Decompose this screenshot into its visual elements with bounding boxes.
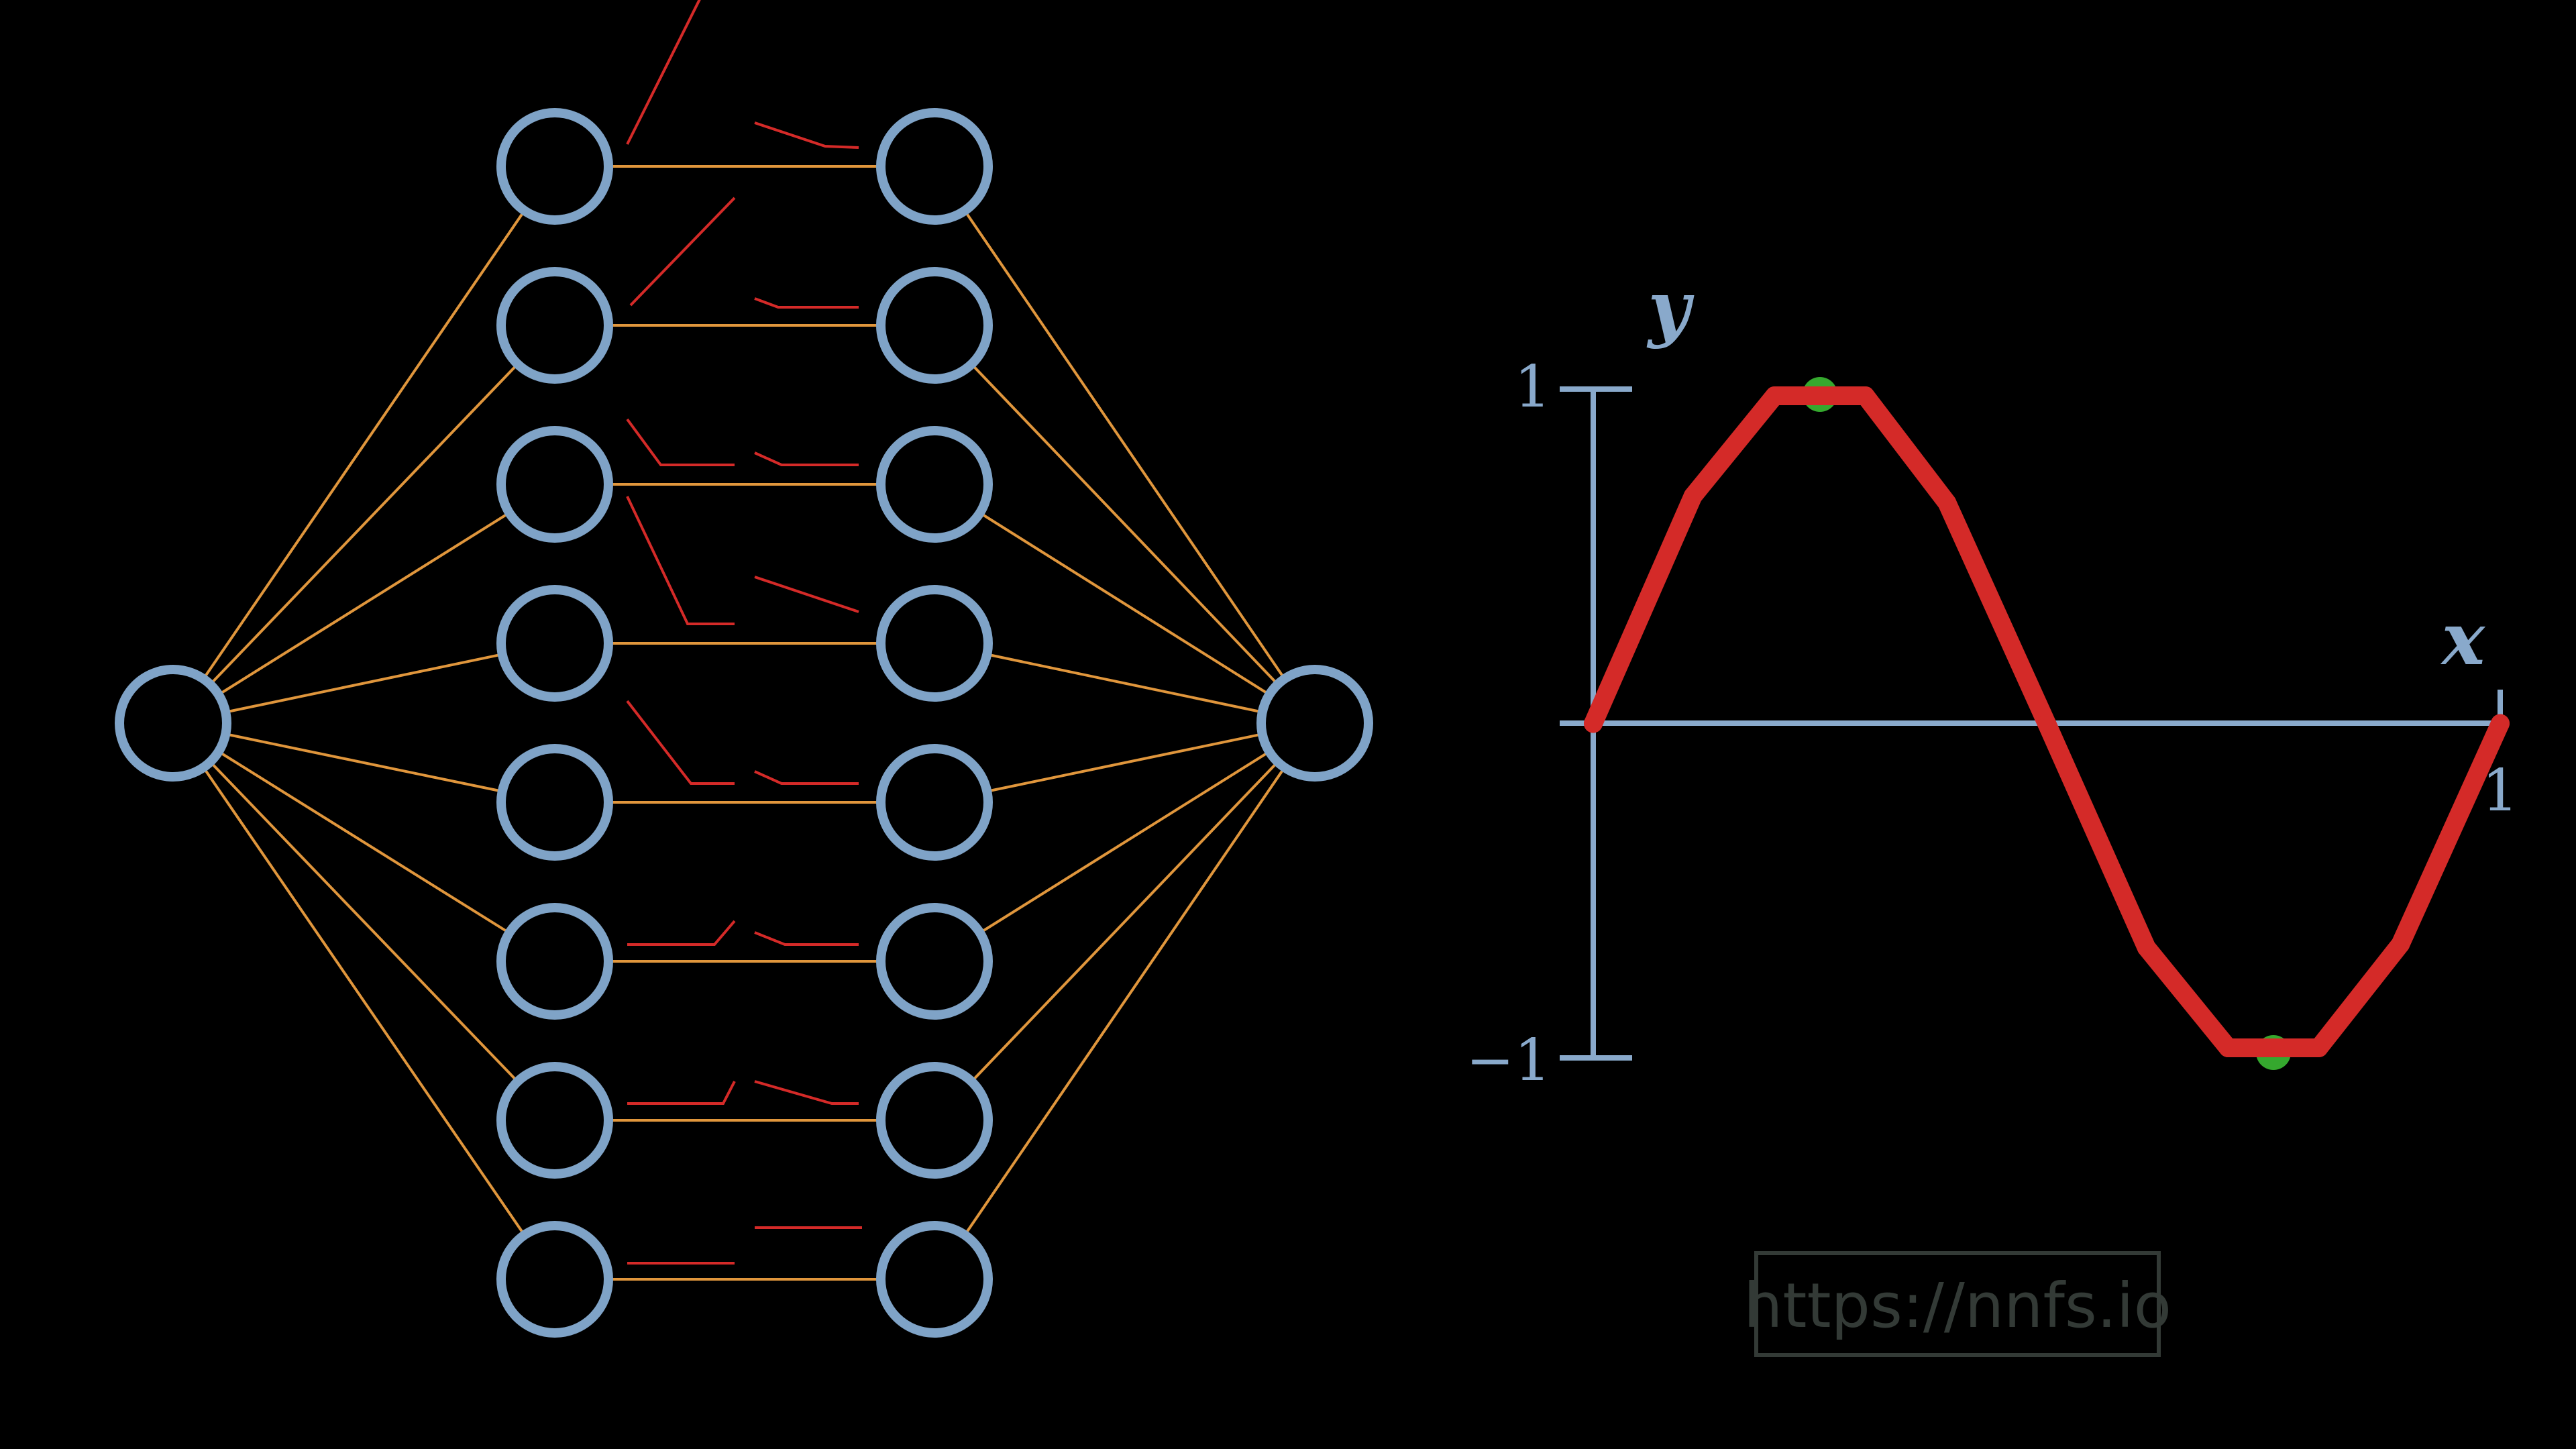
input-to-hidden1-connection-2	[172, 324, 556, 724]
hidden2-to-output-connection-2	[933, 324, 1316, 724]
watermark-frame	[1754, 1251, 2161, 1357]
hidden2-to-output-connection-8	[933, 722, 1316, 1281]
fit-point-10	[2391, 934, 2410, 954]
hidden2-neuron-8	[876, 1221, 993, 1338]
relu-glyph-7	[626, 496, 735, 625]
network-connections	[172, 165, 1316, 1281]
relu-glyph-3	[629, 197, 736, 307]
hidden2-to-output-connection-1	[933, 165, 1316, 724]
hidden1-neuron-6	[496, 903, 613, 1020]
input-to-hidden1-connection-1	[172, 165, 556, 724]
relu-glyph-14	[754, 1080, 859, 1105]
relu-glyph-5	[626, 418, 735, 466]
relu-glyph-9	[626, 700, 735, 785]
relu-glyph-13	[627, 1081, 736, 1105]
hidden2-neuron-3	[876, 426, 993, 543]
input-to-hidden1-connection-8	[172, 722, 556, 1281]
relu-activation-glyphs	[626, 0, 862, 1265]
fit-point-6	[2037, 714, 2056, 733]
neural-network-diagram	[115, 0, 1373, 1338]
fit-point-3	[1765, 386, 1784, 405]
fit-point-4	[1856, 386, 1875, 405]
hidden1-neuron-7	[496, 1062, 613, 1179]
output-neuron-1	[1256, 665, 1373, 782]
y-tick-label-top: 1	[1514, 354, 1551, 421]
relu-glyph-1	[626, 0, 701, 145]
relu-glyph-8	[754, 576, 859, 613]
hidden1-neuron-4	[496, 585, 613, 702]
hidden2-neuron-1	[876, 108, 993, 225]
fit-point-5	[1937, 493, 1957, 513]
hidden2-neuron-2	[876, 267, 993, 384]
hidden2-to-output-connection-3	[933, 483, 1316, 724]
fit-point-7	[2137, 938, 2156, 957]
hidden2-neuron-7	[876, 1062, 993, 1179]
hidden2-neuron-6	[876, 903, 993, 1020]
input-to-hidden1-connection-4	[172, 642, 555, 724]
fit-point-11	[2491, 714, 2510, 733]
input-neuron-1	[115, 665, 231, 782]
relu-glyph-4	[754, 297, 859, 309]
input-to-hidden1-connection-7	[172, 722, 556, 1122]
sine-approximation-plot: y x 1 −1 1	[1466, 266, 2518, 1094]
fitted-curve-points	[1584, 386, 2510, 1058]
hidden1-neuron-5	[496, 744, 613, 861]
y-tick-label-bottom: −1	[1466, 1027, 1551, 1094]
hidden2-to-output-connection-4	[934, 642, 1316, 724]
relu-glyph-12	[754, 931, 859, 946]
relu-glyph-6	[754, 451, 859, 466]
hidden2-to-output-connection-5	[934, 722, 1316, 804]
hidden2-neuron-4	[876, 585, 993, 702]
hidden2-to-output-connection-6	[933, 722, 1316, 963]
input-to-hidden1-connection-6	[172, 722, 556, 963]
input-to-hidden1-connection-3	[172, 483, 556, 724]
fit-point-8	[2218, 1038, 2238, 1058]
hidden1-neuron-3	[496, 426, 613, 543]
relu-glyph-2	[754, 121, 859, 149]
watermark: https://nnfs.io	[1743, 1251, 2171, 1357]
hidden2-neuron-5	[876, 744, 993, 861]
hidden1-neuron-2	[496, 267, 613, 384]
x-axis-label: x	[2440, 597, 2486, 682]
fit-point-9	[2309, 1038, 2328, 1058]
network-neurons	[115, 108, 1373, 1338]
fit-point-1	[1584, 714, 1603, 733]
hidden1-neuron-8	[496, 1221, 613, 1338]
fit-point-2	[1683, 486, 1703, 506]
y-axis-label: y	[1647, 266, 1695, 350]
relu-glyph-11	[627, 920, 736, 946]
relu-glyph-10	[754, 770, 859, 785]
hidden2-to-output-connection-7	[933, 722, 1316, 1122]
hidden1-neuron-1	[496, 108, 613, 225]
watermark-text: https://nnfs.io	[1743, 1270, 2171, 1342]
input-to-hidden1-connection-5	[172, 722, 555, 804]
